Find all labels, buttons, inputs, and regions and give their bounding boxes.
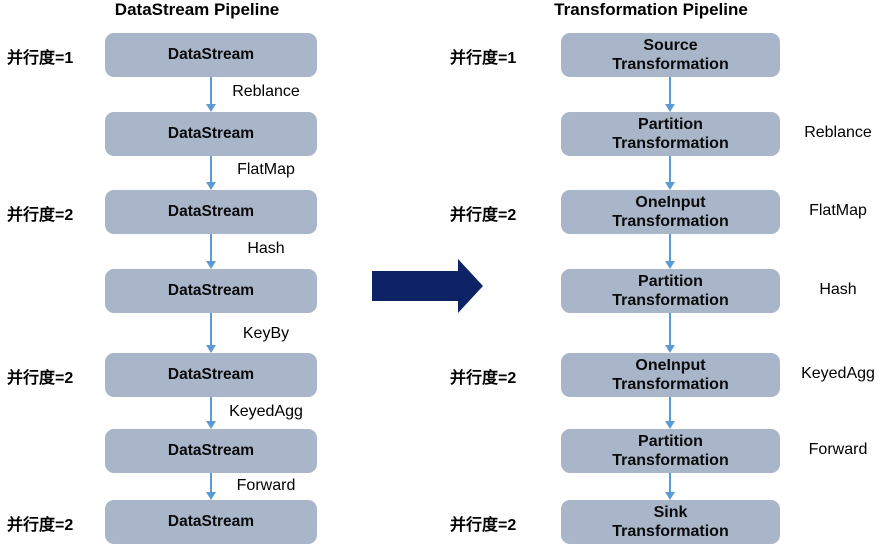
shuffle-label-hash: Hash — [819, 281, 857, 298]
partition-transformation-node: Partition Transformation — [561, 429, 780, 473]
down-arrow-connector — [665, 473, 675, 500]
datastream-node: DataStream — [105, 500, 317, 544]
shuffle-label-reblance: Reblance — [804, 124, 872, 141]
down-arrow-connector — [206, 313, 216, 353]
datastream-node: DataStream — [105, 190, 317, 234]
edge-label-reblance: Reblance — [232, 83, 300, 100]
down-arrow-connector — [665, 313, 675, 353]
parallelism-label: 并行度=2 — [450, 207, 517, 224]
datastream-node: DataStream — [105, 112, 317, 156]
down-arrow-connector — [665, 77, 675, 112]
edge-label-flatmap: FlatMap — [237, 161, 295, 178]
parallelism-label: 并行度=2 — [450, 517, 517, 534]
shuffle-label-forward: Forward — [808, 441, 868, 458]
edge-label-hash: Hash — [247, 240, 285, 257]
left-pipeline-title: DataStream Pipeline — [114, 0, 280, 19]
source-transformation-node: Source Transformation — [561, 33, 780, 77]
edge-label-keyedagg: KeyedAgg — [229, 403, 303, 420]
right-pipeline-title: Transformation Pipeline — [554, 0, 748, 19]
down-arrow-connector — [206, 234, 216, 269]
down-arrow-connector — [206, 77, 216, 112]
edge-label-keyby: KeyBy — [242, 325, 290, 342]
datastream-node: DataStream — [105, 269, 317, 313]
partition-transformation-node: Partition Transformation — [561, 269, 780, 313]
parallelism-label: 并行度=1 — [7, 50, 74, 67]
sink-transformation-node: Sink Transformation — [561, 500, 780, 544]
transform-arrow-icon — [372, 259, 483, 313]
datastream-node: DataStream — [105, 33, 317, 77]
down-arrow-connector — [665, 156, 675, 190]
parallelism-label: 并行度=2 — [450, 370, 517, 387]
down-arrow-connector — [665, 397, 675, 429]
down-arrow-connector — [206, 156, 216, 190]
parallelism-label: 并行度=2 — [7, 517, 74, 534]
shuffle-label-flatmap: FlatMap — [809, 202, 867, 219]
oneinput-transformation-node: OneInput Transformation — [561, 353, 780, 397]
shuffle-label-keyedagg: KeyedAgg — [801, 365, 875, 382]
oneinput-transformation-node: OneInput Transformation — [561, 190, 780, 234]
down-arrow-connector — [665, 234, 675, 269]
parallelism-label: 并行度=2 — [7, 370, 74, 387]
partition-transformation-node: Partition Transformation — [561, 112, 780, 156]
parallelism-label: 并行度=2 — [7, 207, 74, 224]
datastream-node: DataStream — [105, 429, 317, 473]
down-arrow-connector — [206, 397, 216, 429]
down-arrow-connector — [206, 473, 216, 500]
edge-label-forward: Forward — [236, 477, 296, 494]
parallelism-label: 并行度=1 — [450, 50, 517, 67]
datastream-node: DataStream — [105, 353, 317, 397]
